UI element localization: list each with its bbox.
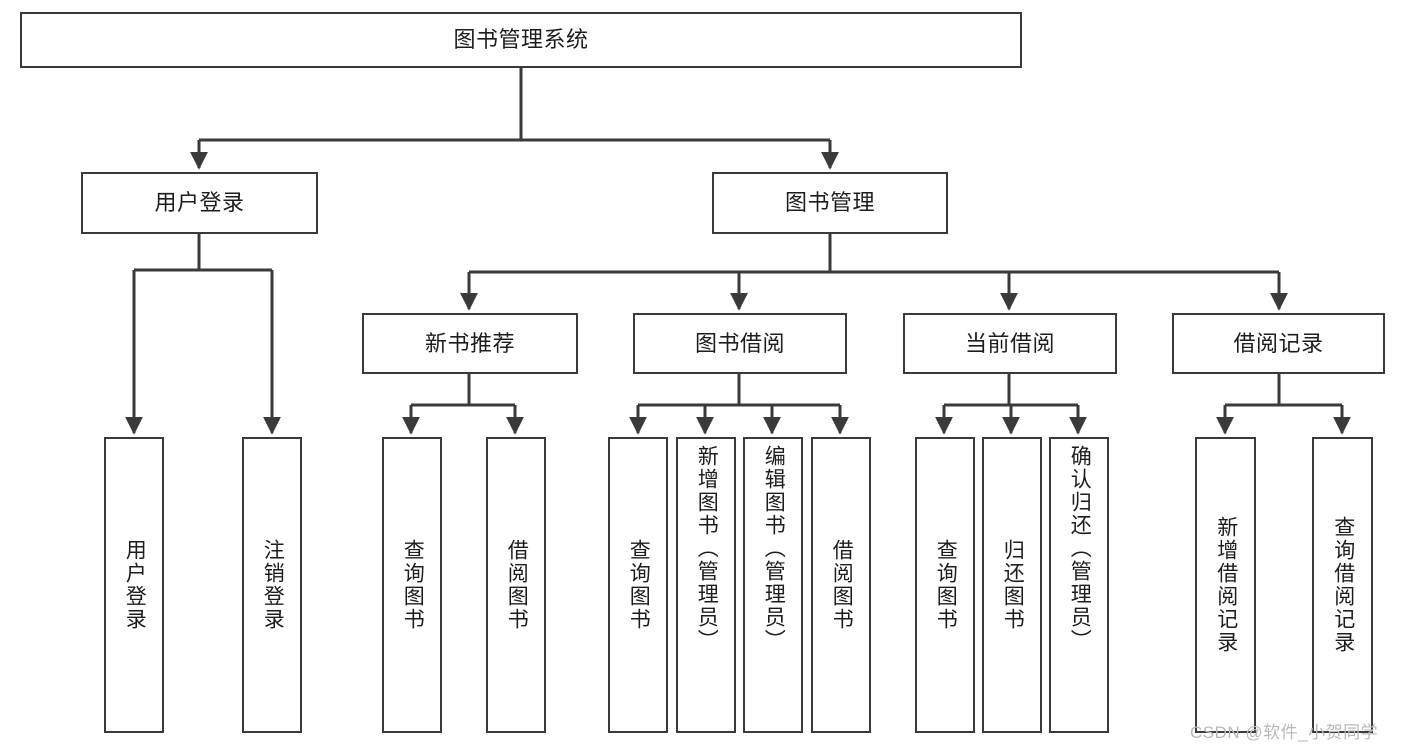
node-leaf-borrow-book[interactable]: 借阅图书 — [811, 437, 871, 733]
node-leaf-query-book-current-label: 查询图书 — [934, 539, 958, 631]
node-leaf-logout-label: 注销登录 — [261, 539, 285, 631]
node-leaf-query-book-new[interactable]: 查询图书 — [382, 437, 442, 733]
node-root-book-management-system[interactable]: 图书管理系统 — [20, 12, 1022, 68]
node-new-book-recommendation-label: 新书推荐 — [424, 330, 515, 356]
node-book-borrowing[interactable]: 图书借阅 — [633, 313, 847, 374]
node-leaf-return-book[interactable]: 归还图书 — [982, 437, 1042, 733]
node-leaf-user-login[interactable]: 用户登录 — [104, 437, 164, 733]
node-user-login-label: 用户登录 — [154, 190, 245, 216]
node-leaf-borrow-book-new-label: 借阅图书 — [505, 539, 529, 631]
node-leaf-query-book-borrow-label: 查询图书 — [627, 539, 651, 631]
node-leaf-query-borrow-record-label: 查询借阅记录 — [1331, 516, 1355, 654]
node-book-management[interactable]: 图书管理 — [712, 172, 948, 234]
node-book-management-label: 图书管理 — [784, 190, 875, 216]
node-leaf-query-book-new-label: 查询图书 — [401, 539, 425, 631]
node-leaf-user-login-label: 用户登录 — [123, 539, 147, 631]
node-leaf-return-book-label: 归还图书 — [1001, 539, 1025, 631]
node-borrow-record[interactable]: 借阅记录 — [1172, 313, 1385, 374]
node-leaf-edit-book-admin-label: 编辑图书（管理员） — [762, 445, 786, 652]
node-borrow-record-label: 借阅记录 — [1233, 330, 1324, 356]
node-book-borrowing-label: 图书借阅 — [694, 330, 785, 356]
node-leaf-query-book-current[interactable]: 查询图书 — [915, 437, 975, 733]
node-leaf-edit-book-admin[interactable]: 编辑图书（管理员） — [743, 437, 803, 733]
node-root-label: 图书管理系统 — [453, 27, 589, 53]
node-new-book-recommendation[interactable]: 新书推荐 — [362, 313, 578, 374]
node-leaf-add-borrow-record-label: 新增借阅记录 — [1214, 516, 1238, 654]
node-current-borrowing[interactable]: 当前借阅 — [903, 313, 1117, 374]
node-user-login[interactable]: 用户登录 — [81, 172, 318, 234]
node-leaf-confirm-return-admin[interactable]: 确认归还（管理员） — [1049, 437, 1109, 733]
node-leaf-confirm-return-admin-label: 确认归还（管理员） — [1068, 445, 1092, 652]
node-leaf-query-book-borrow[interactable]: 查询图书 — [608, 437, 668, 733]
node-leaf-borrow-book-label: 借阅图书 — [830, 539, 854, 631]
node-current-borrowing-label: 当前借阅 — [964, 330, 1055, 356]
node-leaf-add-book-admin-label: 新增图书（管理员） — [695, 445, 719, 652]
node-leaf-add-book-admin[interactable]: 新增图书（管理员） — [676, 437, 736, 733]
node-leaf-borrow-book-new[interactable]: 借阅图书 — [486, 437, 546, 733]
node-leaf-add-borrow-record[interactable]: 新增借阅记录 — [1195, 437, 1256, 733]
node-leaf-query-borrow-record[interactable]: 查询借阅记录 — [1312, 437, 1373, 733]
node-leaf-logout[interactable]: 注销登录 — [242, 437, 302, 733]
